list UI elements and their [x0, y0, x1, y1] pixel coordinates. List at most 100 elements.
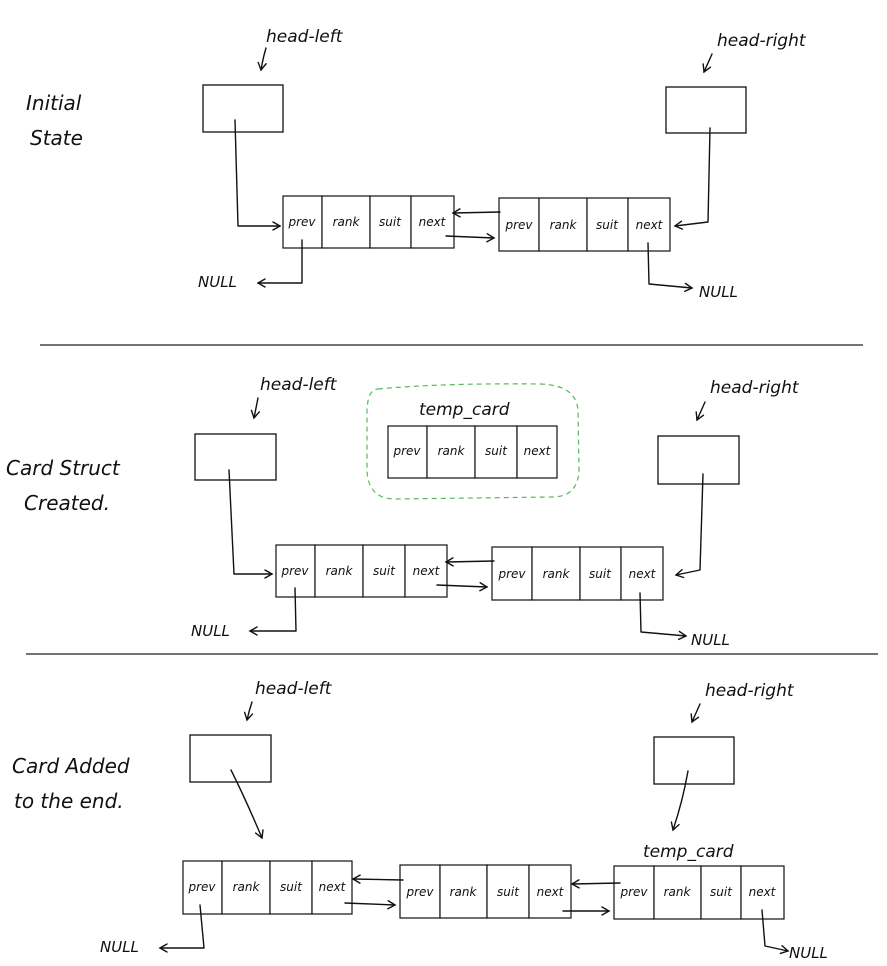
suit-cell: [579, 546, 622, 601]
prev-label: prev: [405, 885, 434, 899]
next-link-arrow: [445, 233, 496, 243]
head-left-label: head-left: [260, 375, 338, 395]
next-label: next: [537, 885, 565, 899]
prev-label: prev: [504, 218, 533, 232]
head-left-pointer-arrow: [257, 47, 267, 72]
suit-label: suit: [589, 567, 612, 581]
suit-cell: [369, 195, 412, 249]
panel-card-added: Card Added to the end. head-left head-ri…: [12, 679, 828, 962]
rank-label: rank: [438, 444, 466, 458]
panel-initial-state: Initial State head-left head-right prev …: [26, 27, 807, 301]
temp-card-label: temp_card: [643, 842, 734, 862]
panel-title-line-2: to the end.: [14, 789, 124, 813]
list-node-temp-card: prev rank suit next: [613, 865, 785, 920]
head-left-label: head-left: [266, 27, 344, 47]
head-right-to-node-arrow: [670, 770, 689, 832]
head-right-to-node-arrow: [674, 473, 704, 579]
prev-label: prev: [392, 444, 421, 458]
next-link-arrow-1: [344, 900, 397, 910]
suit-label: suit: [379, 215, 402, 229]
prev-label: prev: [287, 215, 316, 229]
prev-label: prev: [497, 567, 526, 581]
next-cell: [311, 860, 353, 915]
next-cell: [404, 544, 448, 598]
list-node: prev rank suit next: [275, 544, 448, 598]
prev-link-arrow-1: [351, 874, 404, 884]
head-left-to-node-arrow: [234, 119, 282, 231]
suit-label: suit: [596, 218, 619, 232]
head-right-label: head-right: [717, 31, 807, 51]
next-label: next: [749, 885, 777, 899]
temp-card-label: temp_card: [419, 400, 510, 420]
prev-cell: [498, 197, 540, 252]
null-right-label: NULL: [699, 283, 738, 301]
list-node: prev rank suit next: [182, 860, 353, 915]
prev-label: prev: [280, 564, 309, 578]
panel-title-line-1: Card Struct: [6, 456, 121, 480]
next-label: next: [413, 564, 441, 578]
rank-cell: [538, 197, 588, 252]
head-right-pointer-arrow: [702, 53, 713, 74]
list-node: prev rank suit next: [399, 864, 572, 919]
prev-link-arrow: [451, 208, 501, 218]
rank-label: rank: [233, 880, 261, 894]
rank-cell: [314, 544, 364, 598]
rank-cell: [439, 864, 488, 919]
next-label: next: [419, 215, 447, 229]
rank-label: rank: [450, 885, 478, 899]
head-right-pointer-arrow: [690, 703, 701, 724]
head-left-pointer-arrow: [250, 397, 260, 420]
next-null-arrow: [639, 592, 688, 641]
prev-null-arrow: [256, 239, 303, 288]
next-label: next: [319, 880, 347, 894]
rank-cell: [321, 195, 371, 249]
head-right-label: head-right: [705, 681, 795, 701]
rank-label: rank: [664, 885, 692, 899]
head-right-pointer-arrow: [695, 401, 706, 422]
rank-label: rank: [543, 567, 571, 581]
head-right-box: [665, 86, 747, 134]
suit-cell: [486, 864, 530, 919]
prev-cell: [491, 546, 533, 601]
suit-cell: [474, 425, 518, 479]
suit-cell: [269, 860, 313, 915]
rank-label: rank: [550, 218, 578, 232]
head-left-box: [194, 433, 277, 481]
head-right-box: [657, 435, 740, 485]
list-node: prev rank suit next: [498, 197, 671, 252]
rank-cell: [531, 546, 581, 601]
next-label: next: [524, 444, 552, 458]
null-left-label: NULL: [198, 273, 237, 291]
next-null-arrow: [761, 909, 790, 955]
head-right-to-node-arrow: [673, 127, 711, 230]
prev-link-arrow-2: [570, 879, 621, 889]
suit-cell: [586, 197, 629, 252]
temp-card-highlight: [366, 383, 580, 500]
prev-label: prev: [187, 880, 216, 894]
prev-link-arrow: [444, 557, 495, 567]
prev-cell: [182, 860, 223, 915]
head-left-label: head-left: [255, 679, 333, 699]
rank-cell: [426, 425, 476, 479]
next-link-arrow: [436, 582, 489, 592]
suit-label: suit: [485, 444, 508, 458]
next-cell: [620, 546, 664, 601]
next-cell: [627, 197, 671, 252]
prev-label: prev: [619, 885, 648, 899]
panel-card-struct-created: Card Struct Created. head-left head-righ…: [6, 375, 800, 649]
panel-title-line-1: Card Added: [12, 754, 130, 778]
suit-label: suit: [280, 880, 303, 894]
next-cell: [410, 195, 455, 249]
suit-label: suit: [710, 885, 733, 899]
list-node: prev rank suit next: [491, 546, 664, 601]
null-right-label: NULL: [691, 631, 730, 649]
rank-label: rank: [333, 215, 361, 229]
head-left-box: [202, 84, 284, 133]
panel-title-line-1: Initial: [26, 91, 82, 115]
null-left-label: NULL: [191, 622, 230, 640]
prev-null-arrow: [248, 587, 297, 636]
null-left-label: NULL: [100, 938, 139, 956]
panel-title-line-2: Created.: [24, 491, 110, 515]
next-label: next: [636, 218, 664, 232]
